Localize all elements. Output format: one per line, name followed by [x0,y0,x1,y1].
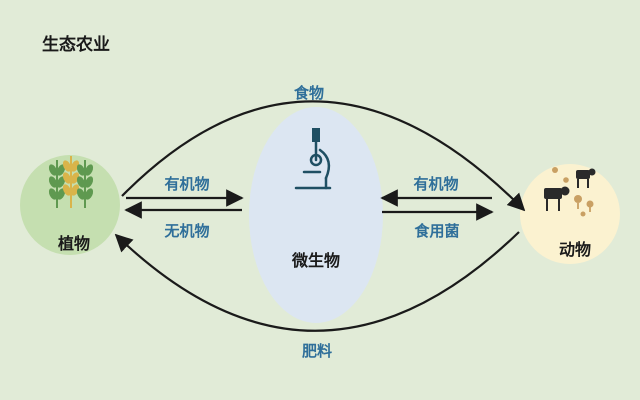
wheat-icon [48,156,94,208]
microbe-label: 微生物 [291,251,341,270]
microbe-to-animal-label: 食用菌 [414,222,460,240]
plant-to-microbe-label: 有机物 [164,175,210,193]
diagram-title: 生态农业 [42,35,110,55]
fertilizer-arc-arrow [114,231,520,332]
microscope-icon [294,128,332,190]
microbe-to-plant-label: 无机物 [164,222,210,240]
livestock-icon [544,167,596,217]
food-arc-arrow [121,100,526,212]
plant-label: 植物 [57,234,91,253]
fertilizer-arc-label: 肥料 [301,342,333,360]
microbe-node [249,107,383,323]
food-arc-label: 食物 [293,84,325,102]
animal-label: 动物 [558,240,592,259]
animal-to-microbe-label: 有机物 [413,175,459,193]
